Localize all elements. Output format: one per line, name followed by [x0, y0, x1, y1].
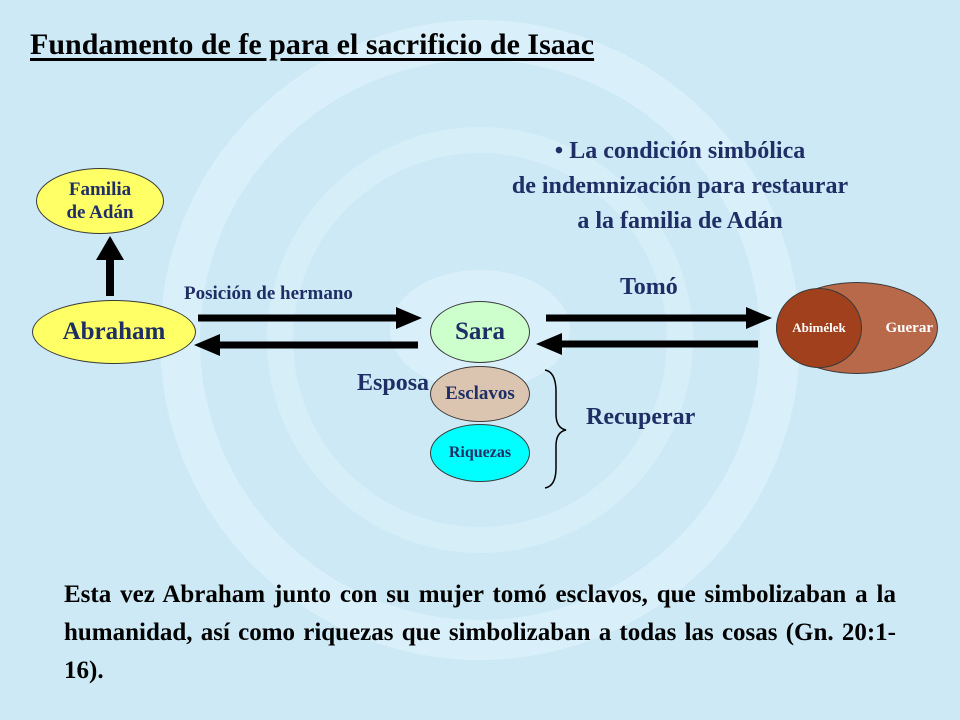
arrow-guerar-to-sara-head [536, 333, 562, 355]
sara-node: Sara [430, 301, 530, 363]
esclavos-node: Esclavos [430, 366, 530, 422]
description-text: Esta vez Abraham junto con su mujer tomó… [64, 581, 896, 684]
esposa-label: Esposa [357, 370, 430, 396]
condition-line-2: de indemnización para restaurar [511, 173, 849, 199]
arrow-abraham-to-sara-head [396, 307, 422, 329]
arrow-to-familia-head [96, 236, 124, 260]
abimelek-node: Abimélek [776, 288, 862, 368]
posicion-de-hermano-label: Posición de hermano [184, 283, 353, 304]
tomo-label: Tomó [620, 274, 678, 300]
brace [544, 369, 567, 489]
condition-line-1: • La condición simbólica [554, 138, 806, 164]
arrow-sara-to-guerar-head [746, 307, 772, 329]
abraham-node: Abraham [32, 300, 196, 364]
page-title: Fundamento de fe para el sacrificio de I… [30, 28, 595, 61]
arrow-sara-to-abraham-head [194, 334, 220, 356]
condition-text: • La condición simbólica de indemnizació… [440, 134, 920, 239]
riquezas-node: Riquezas [430, 424, 530, 482]
bullet-icon: • [554, 138, 564, 164]
recuperar-label: Recuperar [586, 404, 696, 430]
condition-line-3: a la familia de Adán [577, 208, 783, 234]
